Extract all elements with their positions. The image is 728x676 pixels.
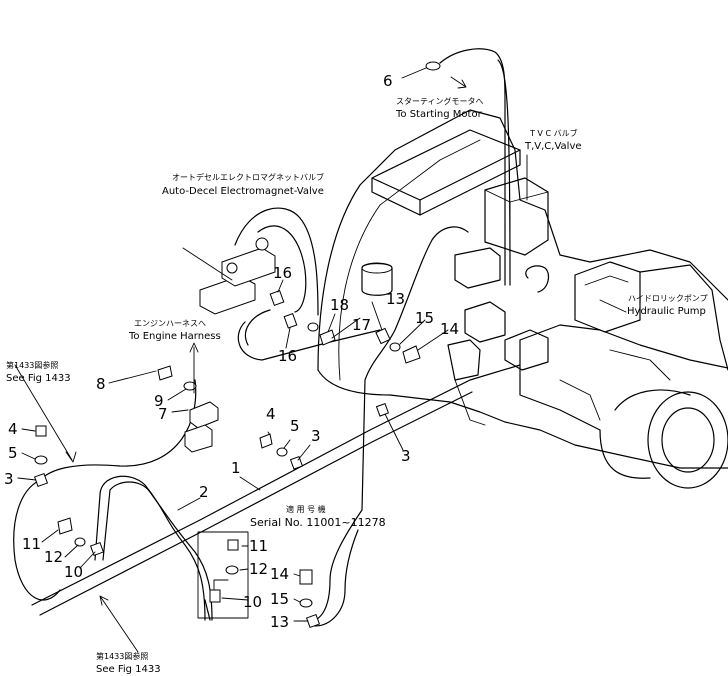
see-fig-top-en: See Fig 1433 xyxy=(6,373,71,384)
callout-10-inset: 10 xyxy=(243,593,262,611)
callout-15-lower: 15 xyxy=(270,590,289,608)
leader-lines xyxy=(14,67,627,653)
callout-1: 1 xyxy=(231,459,241,477)
starting-motor-en: To Starting Motor xyxy=(395,109,483,120)
serial-jp: 適 用 号 機 xyxy=(286,504,326,514)
callout-17: 17 xyxy=(352,316,371,334)
annotations: スターティングモータへ To Starting Motor T V C バルブ … xyxy=(6,96,708,675)
engine-harness-en: To Engine Harness xyxy=(128,331,221,342)
see-fig-top-jp: 第1433図参照 xyxy=(6,360,58,370)
auto-decel-jp: オートデセルエレクトロマグネットバルブ xyxy=(172,172,324,182)
callout-13-upper: 13 xyxy=(386,290,405,308)
callout-12-left: 12 xyxy=(44,548,63,566)
callout-16-lower: 16 xyxy=(278,347,297,365)
callout-14-lower: 14 xyxy=(270,565,289,583)
serial-number: Serial No. 11001~11278 xyxy=(250,516,386,529)
tvc-valve-jp: T V C バルブ xyxy=(529,128,578,138)
starting-motor-jp: スターティングモータへ xyxy=(396,96,484,106)
tvc-valve-en: T,V,C,Valve xyxy=(524,141,582,152)
callout-12-inset: 12 xyxy=(249,560,268,578)
callout-15-upper: 15 xyxy=(415,309,434,327)
callout-11-inset: 11 xyxy=(249,537,268,555)
callout-5-middle: 5 xyxy=(290,417,300,435)
callout-18: 18 xyxy=(330,296,349,314)
see-fig-bottom-jp: 第1433図参照 xyxy=(96,651,148,661)
callout-3-middle: 3 xyxy=(311,427,321,445)
callout-8: 8 xyxy=(96,375,106,393)
auto-decel-en: Auto-Decel Electromagnet-Valve xyxy=(162,186,324,197)
hydraulic-pump-jp: ハイドロリックポンプ xyxy=(628,294,708,303)
parts xyxy=(33,61,441,629)
callout-3-right: 3 xyxy=(401,447,411,465)
callout-14-upper: 14 xyxy=(440,320,459,338)
callout-4-left: 4 xyxy=(8,420,18,438)
callout-10-left: 10 xyxy=(64,563,83,581)
callout-5-left: 5 xyxy=(8,444,18,462)
callout-11-left: 11 xyxy=(22,535,41,553)
callout-6: 6 xyxy=(383,72,393,90)
callout-13-lower: 13 xyxy=(270,613,289,631)
callout-16-upper: 16 xyxy=(273,264,292,282)
callout-2: 2 xyxy=(199,483,209,501)
wiring-harness xyxy=(13,48,521,627)
callout-3-left: 3 xyxy=(4,470,14,488)
callout-7: 7 xyxy=(158,405,168,423)
engine-harness-jp: エンジンハーネスへ xyxy=(134,319,206,328)
callout-4-middle: 4 xyxy=(266,405,276,423)
engine-assembly xyxy=(317,109,728,489)
callout-numbers: 6 16 16 18 17 13 15 14 8 9 7 4 5 3 4 5 3… xyxy=(4,72,459,631)
see-fig-bottom-en: See Fig 1433 xyxy=(96,664,161,675)
callout-9: 9 xyxy=(154,392,164,410)
hydraulic-pump-en: Hydraulic Pump xyxy=(627,306,706,317)
